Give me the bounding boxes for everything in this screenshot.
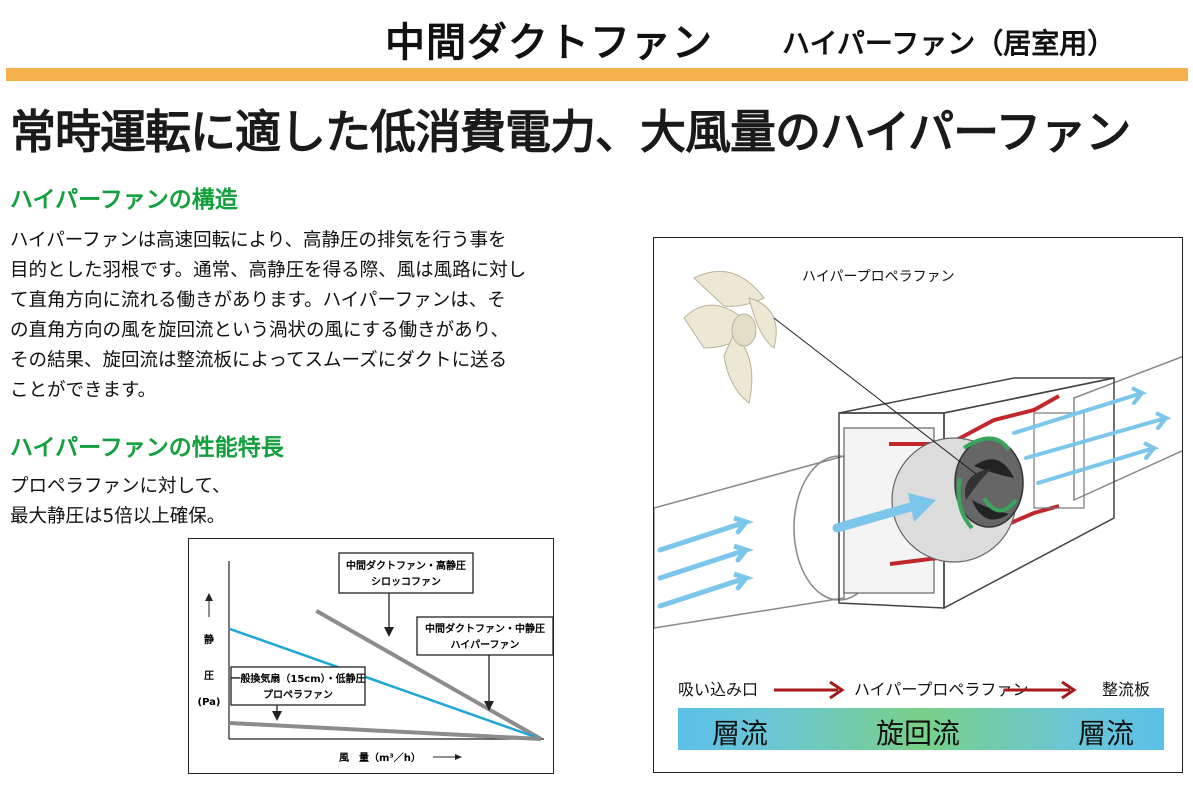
outlet-flow-arrows <box>1012 386 1172 485</box>
callout-box-propeller <box>230 666 366 706</box>
inlet-flow-arrows <box>657 515 754 609</box>
fan-blade <box>972 500 1009 520</box>
chart-xlabel: 風 量（m³／h） <box>339 751 421 764</box>
swirl-arrow <box>956 477 974 530</box>
structure-line: ことができます。 <box>10 380 157 401</box>
structure-heading: ハイパーファンの構造 <box>10 187 238 213</box>
callout-box-hyper <box>416 616 554 656</box>
structure-line: の直角方向の風を旋回流という渦状の風にする働きがあり、 <box>10 320 509 341</box>
chart-ylabel-line: (Pa) <box>198 697 221 708</box>
flow-word-laminar-out: 層流 <box>1078 717 1135 750</box>
performance-line: 最大静圧は5倍以上確保。 <box>10 506 226 527</box>
fan-diagram-svg <box>654 270 1182 629</box>
structure-line: 目的とした羽根です。通常、高静圧を得る際、風は風路に対し <box>10 260 527 281</box>
structure-line: ハイパーファンは高速回転により、高静圧の排気を行う事を <box>10 230 507 251</box>
callout-text-hyper: ハイパーファン <box>451 639 520 651</box>
product-title: 中間ダクトファン <box>385 20 713 66</box>
callout-text-hyper: 中間ダクトファン・中静圧 <box>425 622 545 635</box>
chart-x-arrowhead <box>455 754 462 760</box>
straightener <box>1033 412 1085 509</box>
series-hyper-line <box>228 627 542 741</box>
structure-line: その結果、旋回流は整流板によってスムーズにダクトに送る <box>10 350 508 371</box>
callout-text-propeller: プロペラファン <box>263 688 333 701</box>
fan-blade <box>965 468 992 500</box>
callout-text-sirocco: 中間ダクトファン・高静圧 <box>346 559 466 572</box>
fan-diagram: ハイパープロペラファン 吸い込み口 ハイパープロペラファン 整流板 層流 旋回流… <box>653 237 1183 773</box>
performance-line: プロペラファンに対して、 <box>10 476 231 497</box>
chart-y-arrowhead <box>205 593 213 601</box>
propeller-image <box>683 270 777 404</box>
central-flow-arrow <box>832 493 936 533</box>
callout-arrowhead-propeller <box>272 711 282 721</box>
product-subtitle: ハイパーファン（居室用） <box>782 27 1116 60</box>
chart-ylabel-line: 静 <box>204 633 214 646</box>
callout-arrowhead-hyper <box>484 701 494 711</box>
flow-word-laminar-in: 層流 <box>712 717 769 750</box>
chart-ylabel-line: 圧 <box>204 670 214 682</box>
stage-label-straightener: 整流板 <box>1102 680 1151 699</box>
leader-line <box>773 317 977 475</box>
callout-arrowhead-sirocco <box>384 627 394 637</box>
performance-chart: 静 圧 (Pa) 風 量（m³／h） 中間ダクトファン・高静圧 シロッコファン … <box>188 538 554 774</box>
structure-line: て直角方向に流れる働きがあります。ハイパーファンは、そ <box>10 290 506 311</box>
callout-text-propeller: 一般換気扇（15cm）・低静圧 <box>230 672 365 685</box>
stage-arrow <box>774 680 845 700</box>
performance-chart-svg: 静 圧 (Pa) 風 量（m³／h） 中間ダクトファン・高静圧 シロッコファン … <box>198 552 554 764</box>
series-propeller-line <box>228 720 542 741</box>
swirl-arrow <box>962 436 1011 452</box>
stage-label-inlet: 吸い込み口 <box>678 680 759 699</box>
performance-body: プロペラファンに対して、 最大静圧は5倍以上確保。 <box>10 472 231 532</box>
flow-state-bar <box>678 708 1164 750</box>
fan-blade <box>974 459 1014 478</box>
swirl-arrow <box>982 496 1018 513</box>
header-rule <box>6 68 1188 81</box>
flow-word-swirl: 旋回流 <box>876 717 961 750</box>
series-sirocco-line <box>315 609 542 741</box>
performance-heading: ハイパーファンの性能特長 <box>10 435 284 461</box>
callout-text-sirocco: シロッコファン <box>371 576 441 588</box>
stage-arrow <box>1004 680 1077 700</box>
main-headline: 常時運転に適した低消費電力、大風量のハイパーファン <box>10 105 1131 159</box>
duct-inlet <box>654 455 845 629</box>
housing-top <box>838 377 1115 414</box>
structure-body: ハイパーファンは高速回転により、高静圧の排気を行う事を 目的とした羽根です。通常… <box>10 226 526 406</box>
callout-box-sirocco <box>338 552 474 594</box>
stage-label-fan: ハイパープロペラファン <box>854 680 1029 699</box>
propeller-label: ハイパープロペラファン <box>802 269 955 285</box>
